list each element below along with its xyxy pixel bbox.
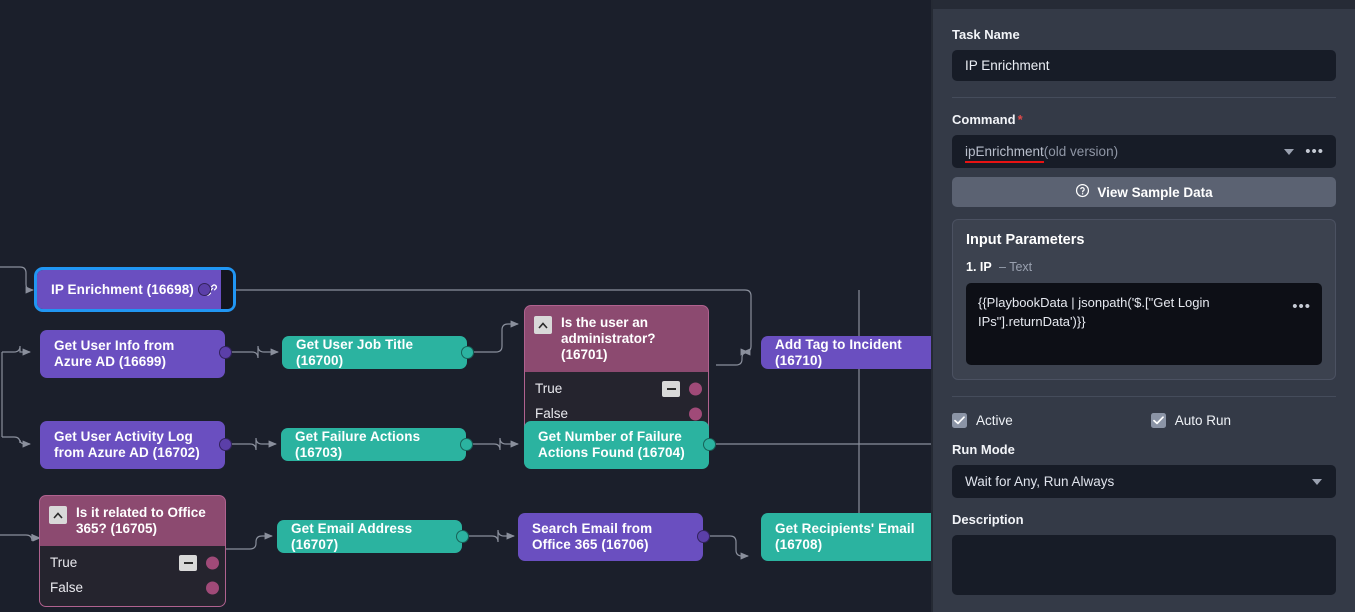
command-label: Command* bbox=[952, 112, 1023, 127]
command-value-suffix: (old version) bbox=[1043, 144, 1119, 159]
parameter-value-text: {{PlaybookData | jsonpath('$.["Get Login… bbox=[978, 295, 1210, 329]
divider bbox=[952, 97, 1336, 98]
node-label: Add Tag to Incident (16710) bbox=[775, 336, 902, 368]
task-name-label: Task Name bbox=[952, 27, 1020, 42]
node-get-number-of-failure-actions-found[interactable]: Get Number of Failure Actions Found (167… bbox=[524, 421, 709, 469]
required-marker: * bbox=[1017, 112, 1023, 127]
condition-branch-true[interactable]: True bbox=[525, 376, 708, 401]
node-connector-notch bbox=[221, 270, 233, 309]
condition-branch-false[interactable]: False bbox=[525, 401, 708, 426]
node-condition-is-related-office-365[interactable]: Is it related to Office 365? (16705) Tru… bbox=[39, 495, 226, 607]
view-sample-data-label: View Sample Data bbox=[1097, 184, 1213, 200]
node-label: Get User Info from Azure AD (16699) bbox=[54, 338, 175, 369]
node-get-user-activity-log[interactable]: Get User Activity Log from Azure AD (167… bbox=[40, 421, 225, 469]
node-output-port[interactable] bbox=[198, 283, 211, 296]
condition-label: Is it related to Office 365? (16705) bbox=[76, 505, 206, 536]
run-mode-select[interactable]: Wait for Any, Run Always bbox=[952, 465, 1336, 498]
parameter-value-input[interactable]: {{PlaybookData | jsonpath('$.["Get Login… bbox=[966, 283, 1322, 365]
active-checkbox[interactable] bbox=[952, 413, 967, 428]
node-label: Get Failure Actions (16703) bbox=[295, 428, 421, 460]
view-sample-data-button[interactable]: View Sample Data bbox=[952, 177, 1336, 207]
chevron-down-icon[interactable] bbox=[1284, 148, 1294, 155]
active-checkbox-group[interactable]: Active bbox=[952, 413, 1013, 428]
branch-output-port[interactable] bbox=[206, 581, 219, 594]
branch-label: True bbox=[50, 555, 78, 570]
node-label: Search Email from Office 365 (16706) bbox=[532, 521, 653, 552]
node-output-port[interactable] bbox=[461, 346, 474, 359]
condition-branches: True False bbox=[40, 546, 225, 606]
input-parameters-card: Input Parameters 1. IP – Text {{Playbook… bbox=[952, 219, 1336, 380]
panel-top-strip bbox=[933, 0, 1355, 9]
branch-label: False bbox=[535, 406, 569, 421]
collapse-caret-icon[interactable] bbox=[49, 506, 67, 524]
description-textarea[interactable] bbox=[952, 535, 1336, 595]
toggles-row: Active Auto Run bbox=[952, 413, 1336, 428]
collapse-caret-icon[interactable] bbox=[534, 316, 552, 334]
task-name-input[interactable]: IP Enrichment bbox=[952, 50, 1336, 81]
run-mode-label: Run Mode bbox=[952, 442, 1015, 457]
node-output-port[interactable] bbox=[460, 438, 473, 451]
node-get-user-info-azure-ad[interactable]: Get User Info from Azure AD (16699) bbox=[40, 330, 225, 378]
active-label: Active bbox=[976, 413, 1013, 428]
input-parameters-title: Input Parameters bbox=[966, 232, 1085, 248]
node-label: Get Email Address (16707) bbox=[291, 520, 413, 552]
node-label: Get Number of Failure Actions Found (167… bbox=[538, 429, 685, 460]
node-output-port[interactable] bbox=[219, 346, 232, 359]
condition-branch-true[interactable]: True bbox=[40, 550, 225, 575]
parameter-overflow-icon[interactable]: ••• bbox=[1292, 298, 1311, 315]
node-label: IP Enrichment (16698) bbox=[51, 281, 194, 297]
command-value: ipEnrichment bbox=[965, 144, 1044, 163]
node-search-email-office-365[interactable]: Search Email from Office 365 (16706) bbox=[518, 513, 703, 561]
parameter-name-row: 1. IP – Text bbox=[966, 260, 1322, 274]
run-mode-value: Wait for Any, Run Always bbox=[965, 474, 1115, 489]
task-properties-panel: Task Name IP Enrichment Command* ipEnric… bbox=[931, 0, 1355, 612]
edge-layer bbox=[0, 266, 931, 560]
node-output-port[interactable] bbox=[697, 530, 710, 543]
question-circle-icon bbox=[1075, 183, 1090, 201]
playbook-canvas[interactable]: IP Enrichment (16698) Get User Info from… bbox=[0, 0, 931, 612]
node-output-port[interactable] bbox=[703, 438, 716, 451]
branch-output-port[interactable] bbox=[689, 382, 702, 395]
auto-run-label: Auto Run bbox=[1174, 413, 1232, 428]
parameter-index: 1. bbox=[966, 260, 977, 274]
branch-label: True bbox=[535, 381, 563, 396]
condition-branch-false[interactable]: False bbox=[40, 575, 225, 600]
collapse-branch-icon[interactable] bbox=[179, 554, 197, 571]
task-name-value: IP Enrichment bbox=[965, 58, 1050, 73]
condition-label: Is the user an administrator? (16701) bbox=[561, 315, 656, 362]
condition-header: Is the user an administrator? (16701) bbox=[525, 306, 708, 372]
auto-run-checkbox[interactable] bbox=[1150, 413, 1166, 428]
condition-header: Is it related to Office 365? (16705) bbox=[40, 496, 225, 546]
divider bbox=[952, 396, 1336, 397]
node-label: Get Recipients' Email (16708) bbox=[775, 521, 915, 552]
node-label: Get User Activity Log from Azure AD (167… bbox=[54, 429, 200, 460]
command-select[interactable]: ipEnrichment (old version) ••• bbox=[952, 135, 1336, 168]
chevron-down-icon[interactable] bbox=[1312, 478, 1322, 485]
branch-output-port[interactable] bbox=[689, 407, 702, 420]
node-condition-is-user-administrator[interactable]: Is the user an administrator? (16701) Tr… bbox=[524, 305, 709, 433]
auto-run-checkbox-group[interactable]: Auto Run bbox=[1150, 413, 1232, 428]
parameter-type: – Text bbox=[999, 260, 1033, 274]
node-get-failure-actions[interactable]: Get Failure Actions (16703) bbox=[281, 428, 466, 461]
node-get-user-job-title[interactable]: Get User Job Title (16700) bbox=[282, 336, 467, 369]
node-get-recipients-email[interactable]: Get Recipients' Email (16708) bbox=[761, 513, 931, 561]
branch-label: False bbox=[50, 580, 84, 595]
node-output-port[interactable] bbox=[456, 530, 469, 543]
parameter-name: IP bbox=[979, 260, 992, 274]
node-add-tag-to-incident[interactable]: Add Tag to Incident (16710) bbox=[761, 336, 931, 369]
node-label: Get User Job Title (16700) bbox=[296, 336, 414, 368]
node-output-port[interactable] bbox=[219, 438, 232, 451]
branch-output-port[interactable] bbox=[206, 556, 219, 569]
collapse-branch-icon[interactable] bbox=[662, 380, 680, 397]
description-label: Description bbox=[952, 512, 1024, 527]
node-get-email-address[interactable]: Get Email Address (16707) bbox=[277, 520, 462, 553]
command-overflow-icon[interactable]: ••• bbox=[1305, 142, 1324, 160]
